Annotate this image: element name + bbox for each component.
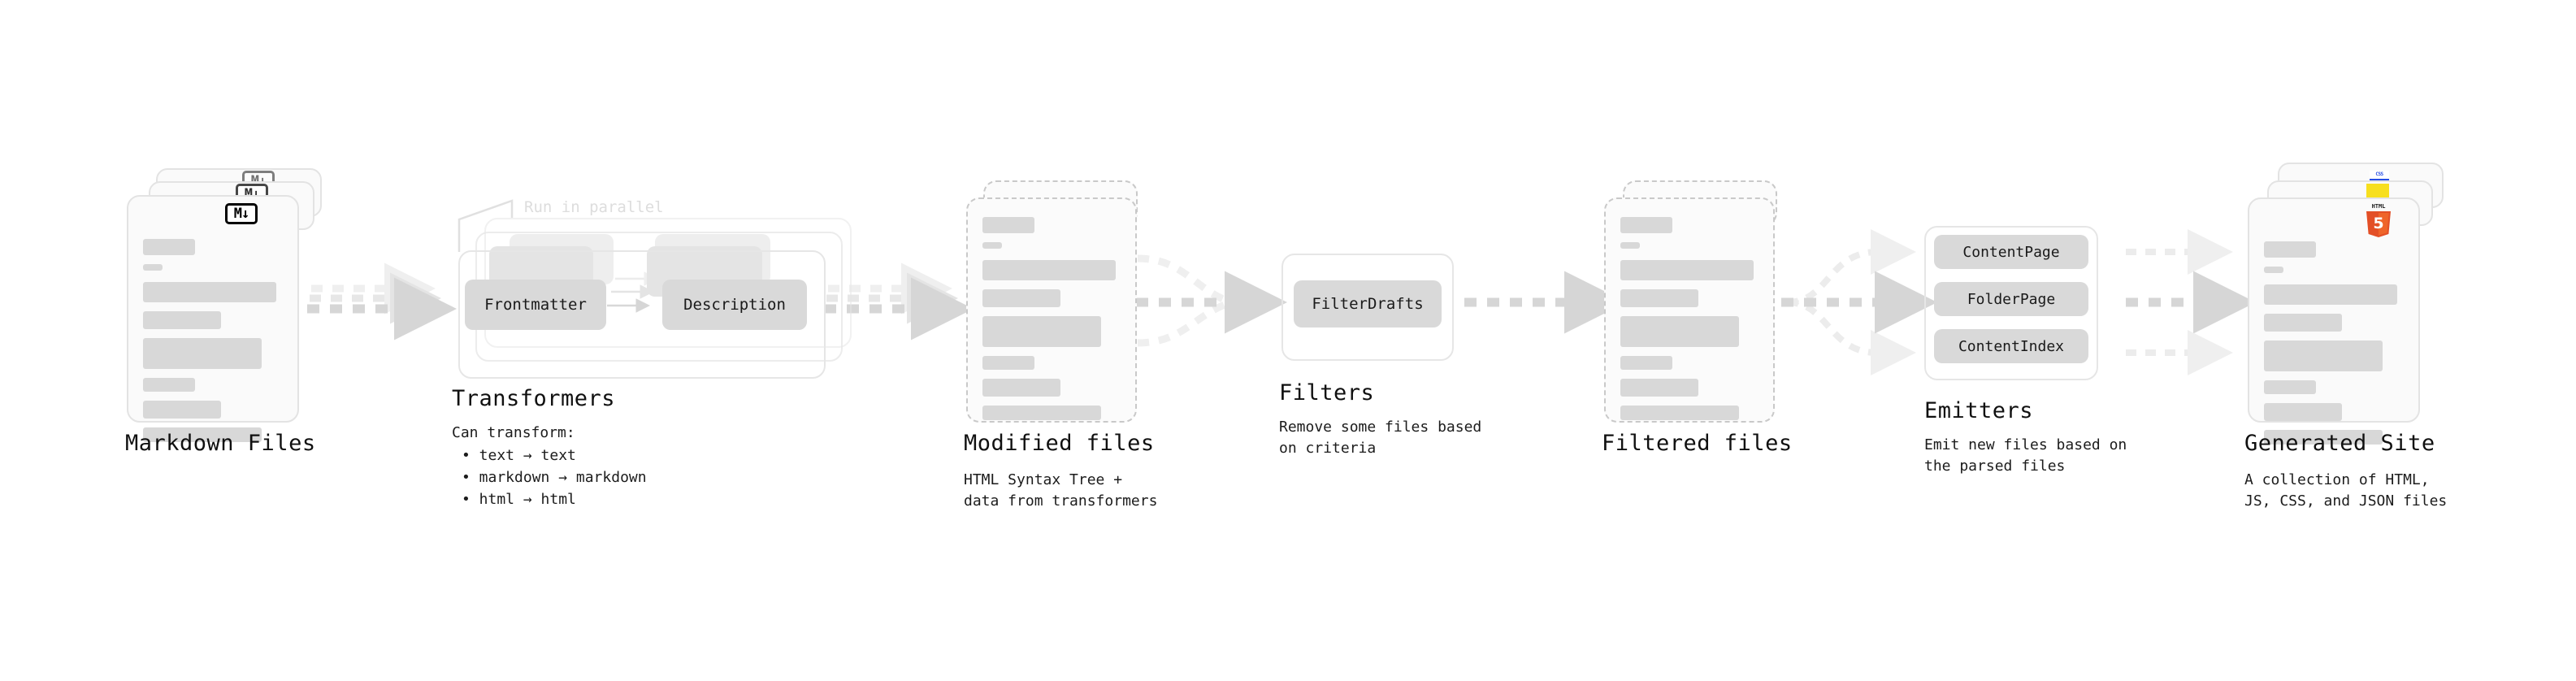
skeleton-bar: [143, 427, 262, 442]
skeleton-bar: [1620, 217, 1672, 233]
skeleton-bar: [1620, 289, 1698, 307]
arrow-modified-to-filters: [1136, 254, 1287, 347]
skeleton-bar: [143, 338, 262, 369]
skeleton-bar: [1620, 406, 1739, 420]
stage-title-markdown-files: Markdown Files: [125, 431, 316, 456]
stage-caption-transformers: Can transform:: [452, 424, 575, 441]
filtered-skeleton: [1620, 217, 1759, 429]
stage-title-generated-site: Generated Site: [2244, 431, 2435, 456]
skeleton-bar: [982, 406, 1101, 420]
skeleton-bar: [1620, 356, 1672, 370]
stage-caption-modified-files: HTML Syntax Tree + data from transformer…: [964, 471, 1158, 510]
skeleton-bar: [982, 289, 1060, 307]
skeleton-bar: [982, 217, 1034, 233]
html5-icon: HTML 5: [2365, 202, 2392, 237]
pill-folderpage[interactable]: FolderPage: [1934, 282, 2088, 316]
skeleton-bar: [982, 356, 1034, 370]
skeleton-bar: [2264, 380, 2316, 394]
transformers-bullet-1: • markdown → markdown: [462, 469, 647, 486]
pill-filterdrafts-label: FilterDrafts: [1312, 295, 1424, 313]
skeleton-bar: [982, 379, 1060, 397]
stage-caption-emitters: Emit new files based on the parsed files: [1924, 436, 2127, 475]
skeleton-bar: [1620, 260, 1754, 280]
skeleton-bar: [143, 282, 276, 302]
pill-description-label: Description: [683, 296, 786, 314]
pill-contentindex[interactable]: ContentIndex: [1934, 329, 2088, 363]
arrow-emitters-to-site: [2126, 229, 2256, 375]
svg-text:5: 5: [2373, 215, 2383, 232]
stage-caption-filters: Remove some files based on criteria: [1279, 419, 1482, 457]
pill-filterdrafts[interactable]: FilterDrafts: [1294, 280, 1442, 327]
pill-folderpage-label: FolderPage: [1967, 290, 2056, 308]
transformers-group-front: [458, 250, 826, 379]
transformers-bullet-2: • html → html: [462, 491, 576, 508]
skeleton-bar: [2264, 241, 2316, 258]
site-skeleton: [2264, 241, 2404, 453]
markdown-icon: M↓: [225, 203, 258, 224]
pill-contentpage[interactable]: ContentPage: [1934, 235, 2088, 269]
site-card-front: [2248, 197, 2420, 445]
stage-title-modified-files: Modified files: [964, 431, 1155, 456]
filtered-card-front: [1604, 197, 1775, 423]
modified-skeleton: [982, 217, 1121, 429]
skeleton-bar: [143, 264, 163, 271]
markdown-skeleton: [143, 239, 283, 451]
skeleton-bar: [982, 242, 1002, 249]
skeleton-bar: [1620, 379, 1698, 397]
svg-text:HTML: HTML: [2372, 203, 2386, 210]
skeleton-bar: [2264, 314, 2342, 332]
stage-caption-generated-site: A collection of HTML, JS, CSS, and JSON …: [2244, 471, 2448, 510]
arrow-markdown-to-transformers: [307, 262, 457, 340]
skeleton-bar: [143, 239, 195, 255]
skeleton-bar: [143, 311, 221, 329]
pill-frontmatter-label: Frontmatter: [484, 296, 587, 314]
skeleton-bar: [1620, 242, 1640, 249]
skeleton-bar: [1620, 316, 1739, 347]
skeleton-bar: [2264, 403, 2342, 421]
pill-description[interactable]: Description: [662, 280, 807, 330]
skeleton-bar: [982, 260, 1116, 280]
skeleton-bar: [982, 316, 1101, 347]
run-in-parallel-note: Run in parallel: [524, 198, 664, 216]
stage-title-filters: Filters: [1279, 380, 1375, 406]
js-icon: [2366, 184, 2389, 197]
stage-title-filtered-files: Filtered files: [1602, 431, 1793, 456]
skeleton-bar: [2264, 267, 2283, 273]
skeleton-bar: [2264, 284, 2397, 305]
stage-title-emitters: Emitters: [1924, 398, 2034, 423]
transformers-bullet-0: • text → text: [462, 447, 576, 464]
modified-card-front: [966, 197, 1137, 423]
skeleton-bar: [143, 378, 195, 392]
pill-frontmatter[interactable]: Frontmatter: [465, 280, 606, 330]
skeleton-bar: [2264, 430, 2383, 445]
stage-title-transformers: Transformers: [452, 386, 616, 411]
pill-contentpage-label: ContentPage: [1962, 243, 2060, 261]
pill-contentindex-label: ContentIndex: [1958, 337, 2065, 355]
filters-group: [1281, 254, 1454, 361]
arrow-filtered-to-emitters: [1781, 229, 1937, 375]
skeleton-bar: [143, 401, 221, 419]
skeleton-bar: [2264, 340, 2383, 371]
markdown-card-front: [127, 195, 299, 442]
emitters-group: [1924, 226, 2098, 380]
